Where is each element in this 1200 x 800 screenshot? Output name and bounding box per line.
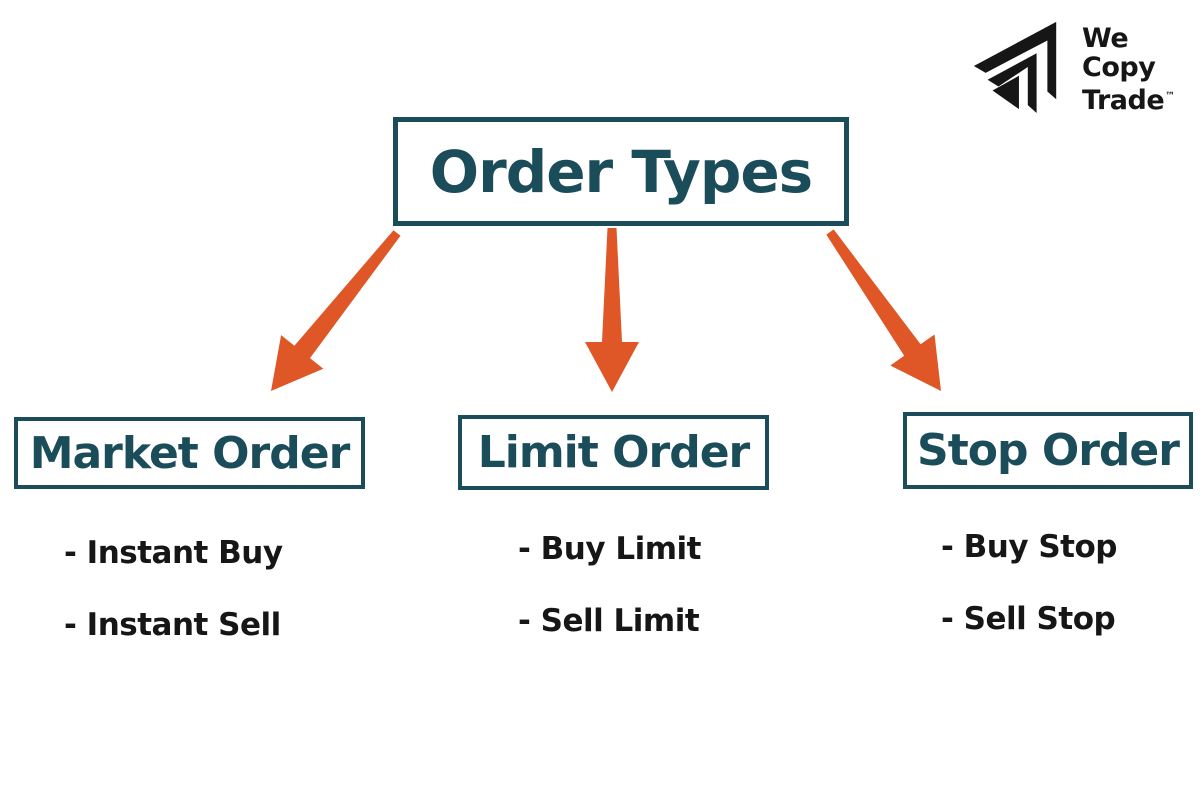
branch-list-limit-order: - Buy Limit - Sell Limit: [518, 530, 701, 640]
list-item: - Buy Stop: [941, 529, 1118, 565]
branch-list-market-order: - Instant Buy - Instant Sell: [64, 534, 283, 644]
trademark-symbol: ™: [1165, 91, 1175, 102]
wecopytrade-logo-icon: [973, 21, 1057, 114]
title-box: Order Types: [393, 117, 849, 226]
list-item: - Sell Limit: [518, 603, 700, 639]
brand-name: We Copy Trade™: [1082, 16, 1175, 115]
arrow-to-market-order-icon: [271, 230, 401, 391]
brand-name-line2: Copy: [1082, 52, 1156, 83]
branch-list-stop-order: - Buy Stop - Sell Stop: [941, 528, 1118, 638]
list-item: - Sell Stop: [941, 601, 1116, 637]
branch-box-market-order: Market Order: [14, 417, 365, 489]
brand-logo: We Copy Trade™: [968, 16, 1175, 115]
branch-box-stop-order: Stop Order: [903, 412, 1193, 489]
branch-label-limit-order: Limit Order: [477, 427, 751, 478]
list-item: - Instant Sell: [64, 607, 281, 643]
branch-box-limit-order: Limit Order: [458, 415, 769, 490]
brand-name-line1: We: [1082, 23, 1129, 54]
page-title: Order Types: [429, 137, 813, 206]
arrow-to-limit-order-icon: [585, 228, 639, 392]
arrow-to-stop-order-icon: [826, 229, 941, 391]
branch-label-stop-order: Stop Order: [917, 425, 1180, 476]
branch-label-market-order: Market Order: [29, 427, 351, 479]
list-item: - Buy Limit: [518, 531, 701, 567]
list-item: - Instant Buy: [64, 535, 283, 571]
brand-name-line3: Trade™: [1082, 85, 1175, 116]
